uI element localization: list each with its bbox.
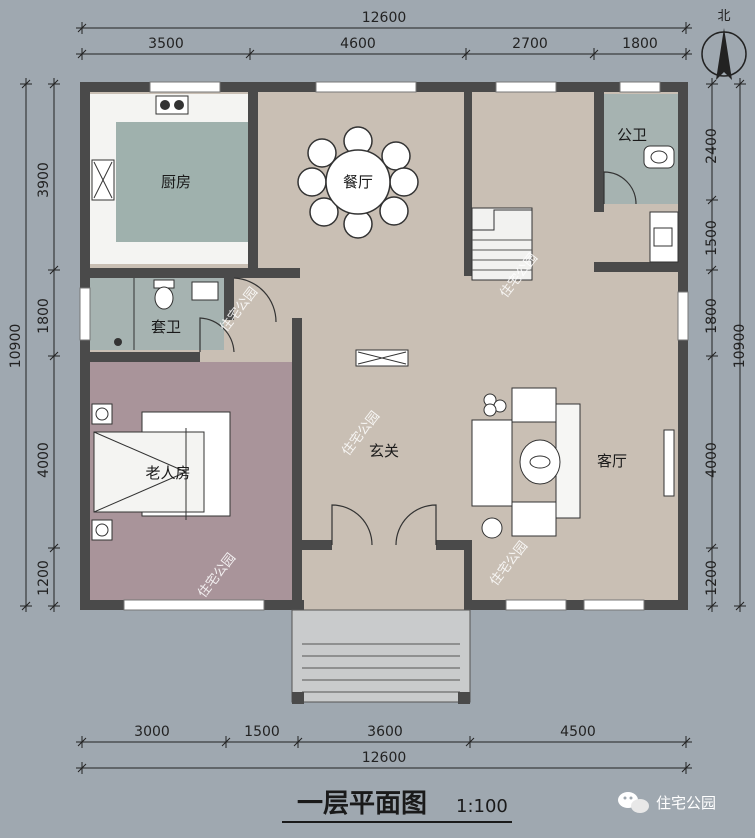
dimension-line [245, 49, 255, 59]
dimension-line [681, 737, 691, 747]
dimension-line [49, 351, 59, 361]
dimension-line [707, 351, 717, 361]
dim-top-seg-3: 2700 [512, 36, 548, 52]
dimension-line [735, 601, 745, 611]
dimension-line [735, 79, 745, 89]
tv-cabinet-icon [663, 429, 675, 497]
room-label-foyer: 玄关 [369, 442, 399, 460]
dim-left-seg-3: 4000 [36, 442, 52, 478]
dimension-line [49, 79, 59, 89]
dim-bottom-seg-4: 4500 [560, 724, 596, 740]
windows [79, 81, 689, 611]
dim-left-total: 10900 [8, 324, 24, 369]
dimension-line [21, 79, 31, 89]
squat-toilet-icon [643, 145, 675, 169]
toilet-icon [153, 279, 175, 310]
room-label-kitchen: 厨房 [161, 173, 191, 191]
bed-icon [93, 411, 231, 520]
dimension-line [707, 543, 717, 553]
dim-left-seg-1: 3900 [36, 162, 52, 198]
foyer-mat-icon [355, 349, 409, 367]
room-label-living: 客厅 [597, 452, 627, 470]
dimension-line [49, 265, 59, 275]
dim-top-seg-1: 3500 [148, 36, 184, 52]
dim-right-total: 10900 [732, 324, 748, 369]
dim-right-seg-1: 2400 [704, 128, 720, 164]
dim-top-total: 12600 [362, 10, 407, 26]
dim-right-seg-4: 4000 [704, 442, 720, 478]
dim-right-seg-5: 1200 [704, 560, 720, 596]
wechat-icon [618, 792, 649, 813]
dim-top-seg-2: 4600 [340, 36, 376, 52]
dim-right-seg-2: 1500 [704, 220, 720, 256]
dimension-line [589, 49, 599, 59]
dimension-line [681, 763, 691, 773]
dimension-line [293, 737, 303, 747]
dim-bottom-seg-1: 3000 [134, 724, 170, 740]
north-arrow-icon [701, 28, 747, 80]
dimension-line [461, 49, 471, 59]
dimension-line [77, 737, 87, 747]
dim-bottom-total: 12600 [362, 750, 407, 766]
dimension-line [49, 601, 59, 611]
staircase-icon [471, 207, 533, 281]
dimension-line [707, 601, 717, 611]
dimension-line [707, 195, 717, 205]
dimension-line [465, 737, 475, 747]
dimension-line [221, 737, 231, 747]
dim-right-seg-3: 1800 [704, 298, 720, 334]
basin-icon [191, 281, 219, 301]
brand-name: 住宅公园 [656, 794, 716, 812]
dim-top-seg-4: 1800 [622, 36, 658, 52]
room-label-suite-bath: 套卫 [151, 318, 181, 336]
coffee-table-icon [519, 439, 561, 485]
north-label: 北 [717, 9, 730, 24]
sink-icon [91, 159, 115, 201]
dimension-lines [20, 22, 746, 774]
dim-left-seg-2: 1800 [36, 298, 52, 334]
nightstand-icon [91, 403, 113, 541]
dimension-line [77, 23, 87, 33]
drain-icon [114, 338, 122, 346]
dimension-line [681, 49, 691, 59]
doors [199, 171, 637, 546]
dim-bottom-seg-3: 3600 [367, 724, 403, 740]
dim-bottom-seg-2: 1500 [244, 724, 280, 740]
dimension-line [77, 49, 87, 59]
dim-left-seg-4: 1200 [36, 560, 52, 596]
sofa-icon [471, 387, 581, 537]
stove-icon [155, 95, 189, 115]
entrance-steps [291, 609, 471, 704]
dimension-line [77, 763, 87, 773]
page-title: 一层平面图 [297, 789, 427, 819]
dimension-line [707, 265, 717, 275]
dining-table-icon [297, 126, 419, 239]
room-label-dining: 餐厅 [343, 173, 373, 191]
room-label-public-bath: 公卫 [617, 126, 647, 144]
kitchen-counter-area [116, 122, 248, 242]
dimension-line [707, 79, 717, 89]
dimension-line [21, 601, 31, 611]
dimension-line [49, 543, 59, 553]
room-label-elder-room: 老人房 [145, 464, 190, 482]
wash-basin-icon [649, 211, 679, 263]
plant-icon [481, 393, 507, 539]
dimension-line [681, 23, 691, 33]
scale-label: 1:100 [456, 796, 508, 817]
